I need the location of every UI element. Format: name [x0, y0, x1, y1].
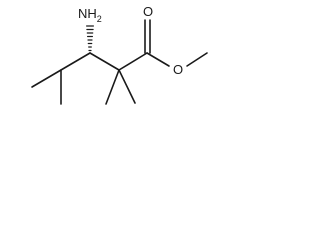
hashed-wedge-bond — [85, 25, 95, 52]
bond-ch-to-c3 — [60, 52, 91, 71]
bond-carbonyl-to-ester-o — [146, 52, 170, 67]
carbonyl-oxygen-label: O — [143, 4, 153, 19]
bond-c2-to-methyl-b — [118, 69, 136, 104]
nitrogen-symbol: N — [78, 6, 87, 21]
molecule-diagram: NH2 O O — [31, 4, 208, 105]
amine-label: NH2 — [78, 6, 102, 24]
bond-c2-to-methyl-a — [105, 69, 120, 105]
hydrogen-symbol: H — [87, 6, 96, 21]
bond-ester-o-to-methyl — [186, 52, 208, 67]
structure-canvas: NH2 O O — [0, 0, 216, 112]
bond-methyl-left-to-ch — [31, 69, 62, 88]
bond-c2-to-carbonyl — [118, 52, 148, 71]
ester-oxygen-label: O — [173, 62, 183, 77]
hydrogen-count: 2 — [97, 14, 102, 24]
bond-c3-to-c2 — [89, 52, 120, 71]
